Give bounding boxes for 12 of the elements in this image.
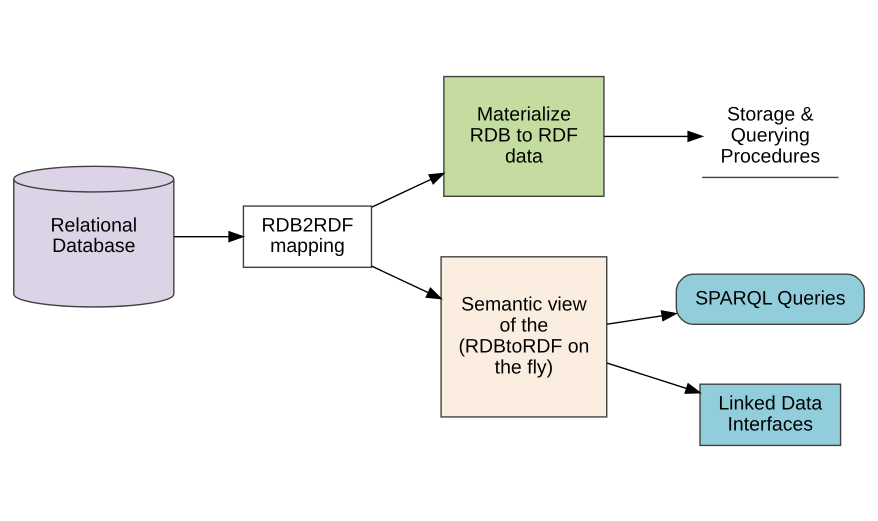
arrow — [606, 362, 702, 394]
node-box: Materialize RDB to RDF data — [443, 75, 605, 196]
node-box: SPARQL Queries — [676, 273, 865, 325]
arrow — [604, 130, 704, 142]
arrow — [372, 265, 443, 299]
node-box: Linked Data Interfaces — [699, 383, 842, 446]
node-box: Semantic view of the (RDBtoRDF on the fly) — [440, 256, 608, 418]
node-box: RDB2RDF mapping — [242, 204, 372, 268]
node-text: Storage & Querying Procedures — [720, 103, 820, 167]
arrow — [606, 310, 678, 324]
arrow — [372, 172, 446, 208]
arrow — [174, 230, 246, 242]
